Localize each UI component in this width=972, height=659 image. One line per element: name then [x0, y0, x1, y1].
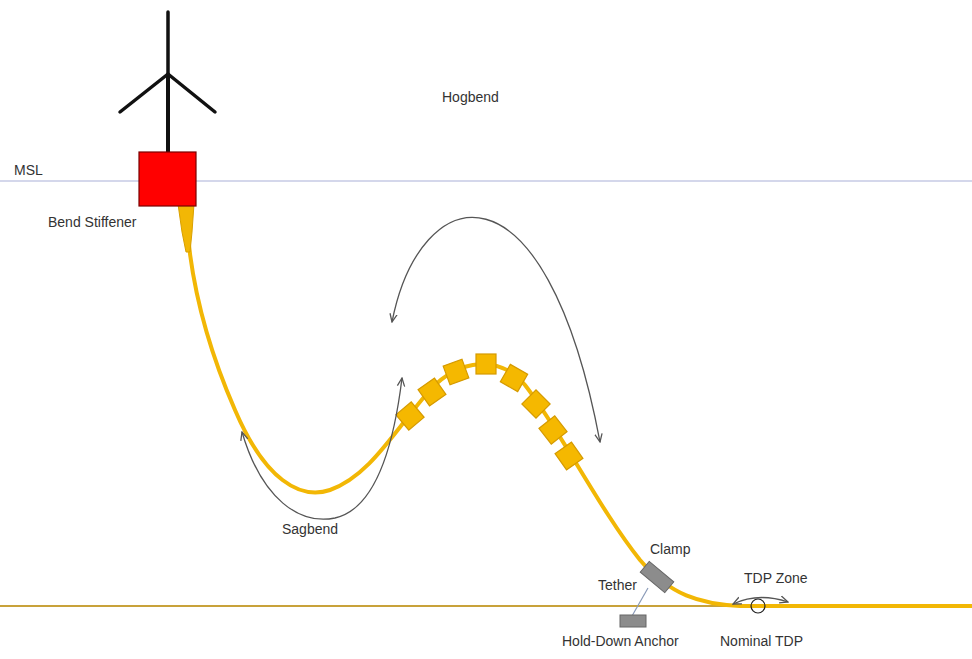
part-label: Tether	[596, 578, 639, 593]
hold-down-anchor	[620, 615, 646, 627]
part-label: Hold-Down Anchor	[560, 634, 681, 649]
hogbend-arrow	[392, 217, 600, 442]
part-label: Sagbend	[280, 522, 340, 537]
part-label: Nominal TDP	[718, 634, 805, 649]
nominal-tdp-marker	[751, 599, 765, 613]
floating-platform	[139, 152, 196, 206]
part-label: Hogbend	[440, 90, 501, 105]
sagbend-arrow	[242, 378, 402, 519]
part-label: Bend Stiffener	[46, 215, 138, 230]
dynamic-cable	[186, 208, 972, 606]
clamp	[640, 561, 674, 592]
part-label: MSL	[12, 163, 45, 178]
tdp-zone-arrow	[733, 598, 788, 604]
part-label: Clamp	[648, 542, 692, 557]
bend-stiffener	[178, 204, 194, 252]
wind-turbine	[120, 12, 215, 152]
part-label: TDP Zone	[742, 571, 810, 586]
buoyancy-modules	[396, 354, 583, 470]
